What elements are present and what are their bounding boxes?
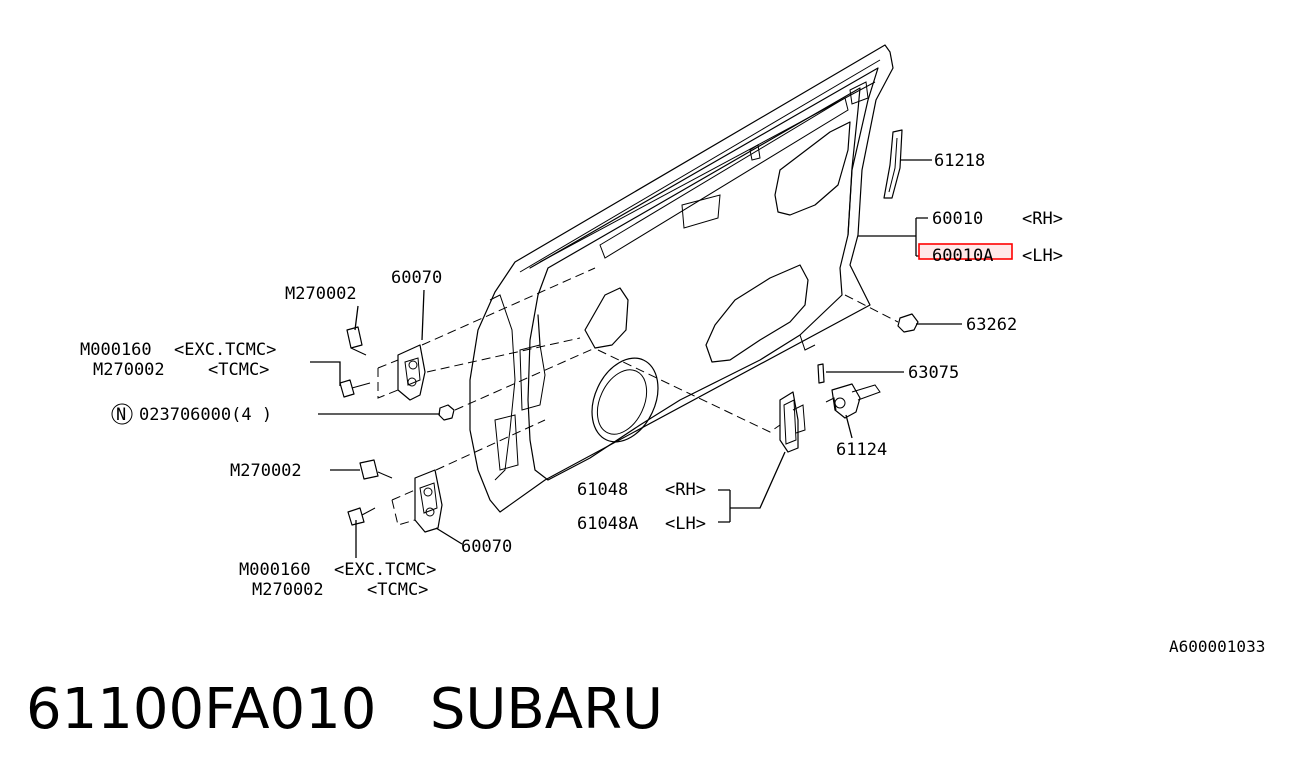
label-61048a-side: <LH> xyxy=(665,514,706,534)
callout-labels: 61218 60010 <RH> 60010A <LH> 63262 63075… xyxy=(80,151,1265,656)
label-60070-bottom: 60070 xyxy=(461,537,512,557)
label-m270002-top-alt: M270002 xyxy=(93,360,165,380)
label-60010a: 60010A xyxy=(932,246,993,266)
label-nut-symbol: N xyxy=(116,405,126,425)
title-brand: SUBARU xyxy=(429,677,663,742)
label-61048a: 61048A xyxy=(577,514,638,534)
checker-61124-shape xyxy=(825,383,881,419)
label-63262: 63262 xyxy=(966,315,1017,335)
assembly-lines xyxy=(421,267,899,471)
pin-63075-shape xyxy=(817,363,825,384)
label-61048-side: <RH> xyxy=(665,480,706,500)
clip-63262-shape xyxy=(897,313,919,333)
label-m000160-top-note: <EXC.TCMC> xyxy=(174,340,276,360)
label-m270002-bottom-alt: M270002 xyxy=(252,580,324,600)
nut-shape xyxy=(438,404,455,421)
label-60010a-side: <LH> xyxy=(1022,246,1063,266)
door-panel xyxy=(469,44,894,513)
part-61218-shape xyxy=(883,129,903,199)
label-60070-top: 60070 xyxy=(391,268,442,288)
striker-61048-shape xyxy=(779,391,806,453)
page-title: 61100FA010 SUBARU xyxy=(26,682,663,738)
upper-hinge xyxy=(339,326,426,401)
label-m270002-top: M270002 xyxy=(285,284,357,304)
label-61124: 61124 xyxy=(836,440,887,460)
diagram-reference: A600001033 xyxy=(1169,637,1265,656)
label-61218: 61218 xyxy=(934,151,985,171)
highlight-box xyxy=(918,243,1013,260)
lower-hinge xyxy=(347,459,443,533)
label-m270002-bottom-alt-note: <TCMC> xyxy=(367,580,428,600)
label-m000160-top: M000160 xyxy=(80,340,152,360)
label-61048: 61048 xyxy=(577,480,628,500)
label-m000160-bottom-note: <EXC.TCMC> xyxy=(334,560,436,580)
label-m270002-bottom: M270002 xyxy=(230,461,302,481)
label-m270002-top-alt-note: <TCMC> xyxy=(208,360,269,380)
leader-lines xyxy=(310,159,962,558)
label-63075: 63075 xyxy=(908,363,959,383)
label-nut: 023706000(4 ) xyxy=(139,405,272,425)
label-60010: 60010 xyxy=(932,209,983,229)
label-60010-side: <RH> xyxy=(1022,209,1063,229)
label-m000160-bottom: M000160 xyxy=(239,560,311,580)
title-part-number: 61100FA010 xyxy=(26,677,377,742)
nut-symbol-circle xyxy=(111,403,133,425)
